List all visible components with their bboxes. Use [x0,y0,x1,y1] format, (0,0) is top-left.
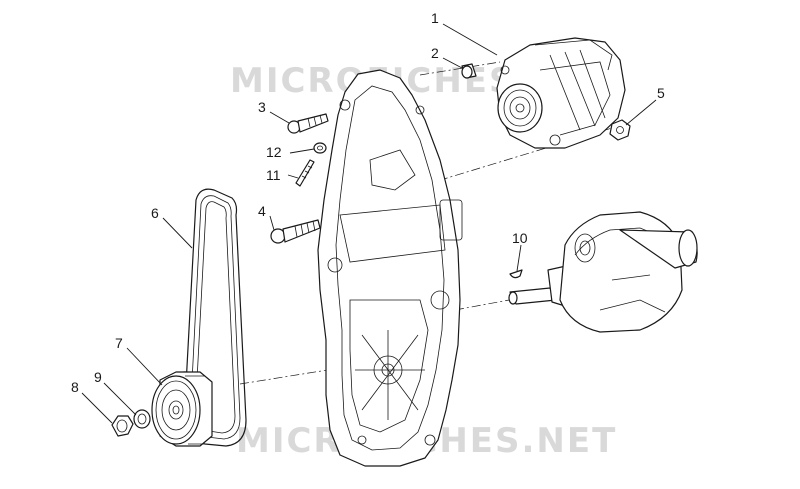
callout-9: 9 [94,369,102,385]
screw-icon [287,113,329,134]
long-screw-icon [270,219,321,244]
callout-2: 2 [431,45,439,61]
crankshaft-icon [508,211,698,333]
callout-3: 3 [258,99,266,115]
callout-5: 5 [657,85,665,101]
nut-icon [609,119,631,141]
callout-6: 6 [151,205,159,221]
small-washer-icon [313,142,327,154]
spacer-bushing-icon [461,63,477,79]
callout-12: 12 [266,144,282,160]
callout-7: 7 [115,335,123,351]
washer-icon [133,409,151,429]
callout-1: 1 [431,10,439,26]
leader-lines [81,23,657,424]
pulley-nut-icon [111,415,134,437]
callout-8: 8 [71,379,79,395]
callout-10: 10 [512,230,528,246]
axis-line-alternator [324,127,613,216]
alternator-icon [496,37,626,149]
callout-11: 11 [266,167,281,183]
stud-bolt-icon [295,159,315,187]
callout-4: 4 [258,203,266,219]
engine-cover-icon [317,69,463,467]
crankshaft-pulley-icon [151,371,213,447]
callout-labels: 1 2 3 4 5 6 7 8 9 10 11 12 [71,10,665,395]
woodruff-key-icon [509,269,523,279]
axis-line-pulley [239,367,341,385]
axis-line-bushing [419,61,501,76]
